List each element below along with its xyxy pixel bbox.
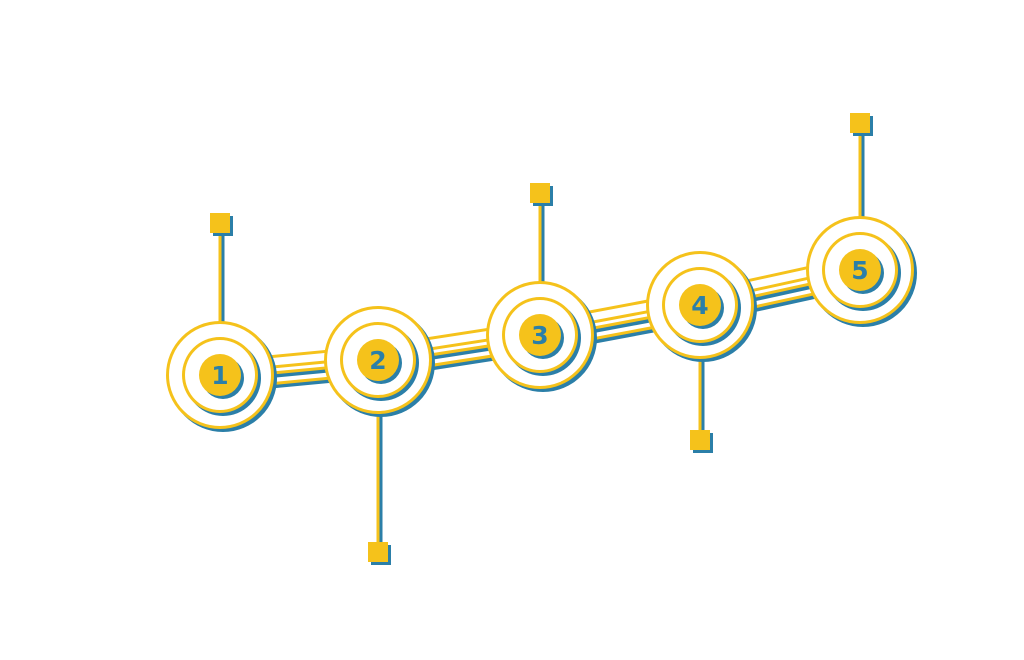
step-node-3: 3 bbox=[486, 281, 597, 392]
step-number: 1 bbox=[211, 361, 228, 390]
core-disc bbox=[679, 284, 721, 326]
core-disc bbox=[357, 339, 399, 381]
step-node-5: 5 bbox=[806, 216, 917, 327]
step-number: 2 bbox=[369, 346, 386, 375]
step-number: 3 bbox=[531, 321, 548, 350]
connector-3 bbox=[530, 183, 553, 288]
connector-2 bbox=[368, 410, 391, 565]
connector-5 bbox=[850, 113, 873, 223]
connector-end-square bbox=[368, 542, 388, 562]
step-node-2: 2 bbox=[324, 306, 435, 417]
nodes-layer: 1 2 3 4 5 bbox=[166, 216, 917, 432]
connector-end-square bbox=[530, 183, 550, 203]
connector-end-square bbox=[210, 213, 230, 233]
connector-end-square bbox=[690, 430, 710, 450]
core-disc bbox=[519, 314, 561, 356]
core-disc bbox=[839, 249, 881, 291]
core-disc bbox=[199, 354, 241, 396]
connector-1 bbox=[210, 213, 233, 328]
connector-layer bbox=[210, 113, 873, 565]
step-number: 5 bbox=[851, 256, 868, 285]
step-node-4: 4 bbox=[646, 251, 757, 362]
connector-end-square bbox=[850, 113, 870, 133]
connector-4 bbox=[690, 355, 713, 453]
step-number: 4 bbox=[691, 291, 708, 320]
step-node-1: 1 bbox=[166, 321, 277, 432]
